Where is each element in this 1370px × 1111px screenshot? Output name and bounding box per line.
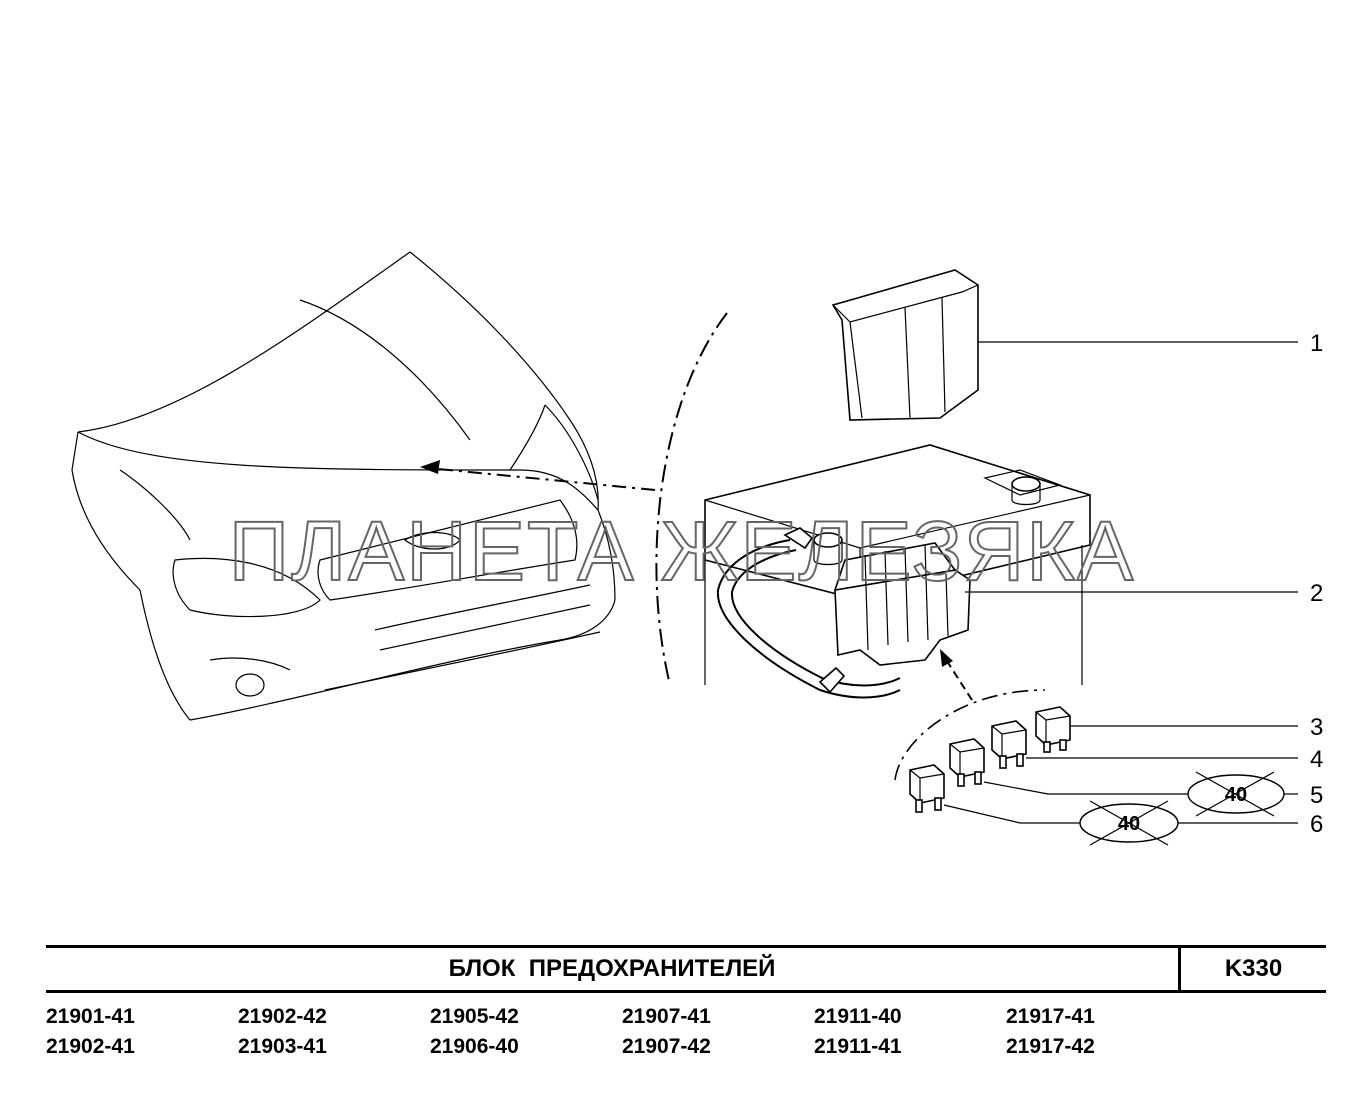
fuse-4 [991, 720, 1027, 769]
model-item: 21903-41 [238, 1035, 327, 1058]
model-item: 21901-41 [46, 1005, 135, 1028]
reference-arrow [420, 460, 656, 491]
model-item: 21902-41 [46, 1035, 135, 1058]
page-code: K330 [1224, 955, 1283, 982]
model-item: 21917-42 [1006, 1035, 1095, 1058]
model-item: 21907-42 [622, 1035, 711, 1058]
model-item: 21907-41 [622, 1005, 711, 1028]
fuse-box [833, 542, 971, 666]
fuse-3 [1035, 706, 1071, 753]
model-item: 21917-41 [1006, 1005, 1095, 1028]
callout-2: 2 [1310, 580, 1323, 607]
callout-4: 4 [1310, 746, 1323, 773]
page-title: БЛОК ПРЕДОХРАНИТЕЛЕЙ [46, 948, 1181, 990]
battery-cable [716, 527, 901, 699]
model-item: 21911-41 [814, 1035, 902, 1058]
battery [704, 444, 1091, 685]
fuse-detail-arc [894, 689, 1046, 781]
title-block: БЛОК ПРЕДОХРАНИТЕЛЕЙ K330 21901-41 21902… [46, 945, 1326, 1059]
model-item: 21902-42 [238, 1005, 327, 1028]
fuse-6-rating-marker: 40 [1079, 800, 1179, 846]
model-item: 21906-40 [430, 1035, 519, 1058]
detail-boundary-arc [655, 312, 728, 686]
fuse-5 [949, 738, 985, 787]
watermark-text: ПЛАНЕТА ЖЕЛЕЗЯКА [229, 504, 1135, 598]
fuse-5-rating-marker: 40 [1187, 771, 1285, 817]
title-row: БЛОК ПРЕДОХРАНИТЕЛЕЙ K330 [46, 945, 1326, 993]
model-item: 21911-40 [814, 1005, 902, 1028]
fuse-5-rating: 40 [1225, 784, 1247, 806]
diagram-canvas: 40 40 1 2 3 4 5 6 ПЛАНЕТА ЖЕЛЕЗЯКА [71, 251, 1323, 846]
callout-6: 6 [1310, 811, 1323, 838]
model-item: 21905-42 [430, 1005, 519, 1028]
model-list: 21901-41 21902-42 21905-42 21907-41 2191… [46, 1005, 1326, 1059]
callout-3: 3 [1310, 714, 1323, 741]
car-front-drawing [71, 251, 616, 721]
callout-1: 1 [1310, 330, 1323, 357]
fuse-6 [909, 764, 945, 813]
callout-5: 5 [1310, 782, 1323, 809]
fuse-insert-arrow [940, 649, 973, 701]
fuse-6-rating: 40 [1118, 813, 1140, 835]
fuse-box-cover [831, 269, 979, 421]
leader-lines [943, 341, 1298, 824]
